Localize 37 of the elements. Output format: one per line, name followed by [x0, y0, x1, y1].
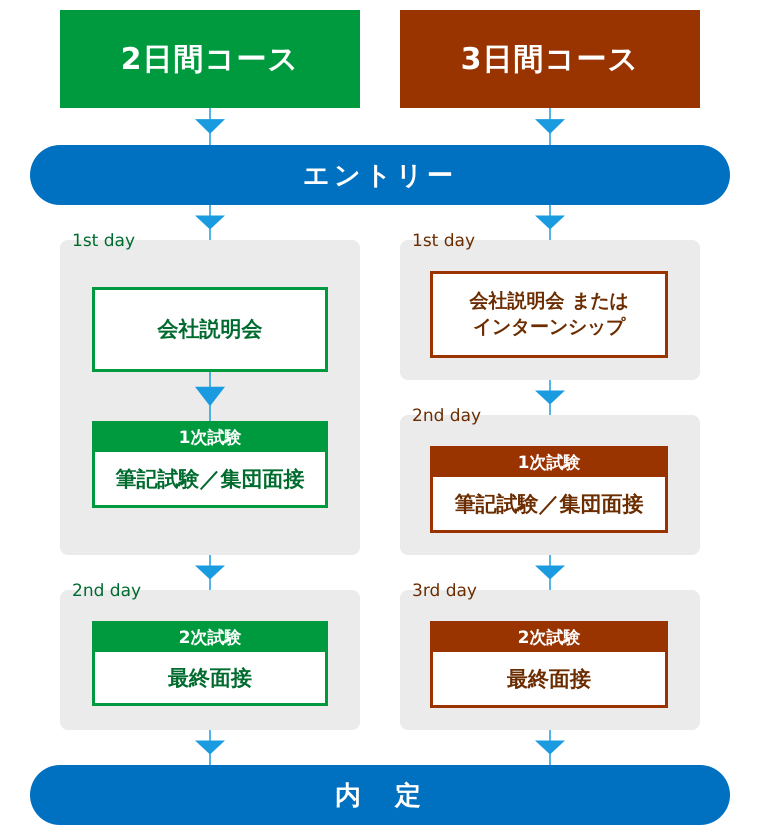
course-header [60, 10, 360, 108]
day-label: 2nd day [72, 581, 142, 601]
arrow [535, 108, 565, 145]
day-label: 1st day [72, 231, 136, 251]
course-title: 3日間コース [460, 40, 640, 78]
stage-label: 内 定 [335, 780, 425, 812]
step-header: 2次試験 [95, 624, 325, 652]
step-label: 会社説明会 [158, 316, 262, 344]
step-box [430, 621, 668, 708]
step-label: 筆記試験／集団面接 [114, 466, 306, 492]
course-header [400, 10, 700, 108]
arrow [195, 372, 225, 421]
day-label: 2nd day [412, 406, 482, 426]
step-box [92, 421, 328, 508]
arrow [195, 555, 225, 590]
step-box [430, 271, 668, 358]
arrow [195, 205, 225, 240]
step-header: 1次試験 [95, 424, 325, 452]
arrow [195, 108, 225, 145]
stage-label: エントリー [303, 160, 457, 192]
arrow [535, 555, 565, 590]
day-label: 1st day [412, 231, 476, 251]
course-title: 2日間コース [120, 40, 300, 78]
step-header: 2次試験 [433, 624, 665, 652]
arrow [535, 380, 565, 415]
step-label: 最終面接 [167, 664, 253, 692]
step-label: 最終面接 [506, 666, 592, 692]
step-box [92, 287, 328, 372]
step-label: 会社説明会 またはインターンシップ [468, 288, 630, 340]
step-label: 筆記試験／集団面接 [453, 490, 644, 518]
arrow [535, 205, 565, 240]
arrow [195, 730, 225, 765]
step-header: 1次試験 [433, 449, 665, 477]
day-label: 3rd day [412, 581, 477, 601]
step-box [430, 446, 668, 533]
arrow [535, 730, 565, 765]
step-box [92, 621, 328, 706]
